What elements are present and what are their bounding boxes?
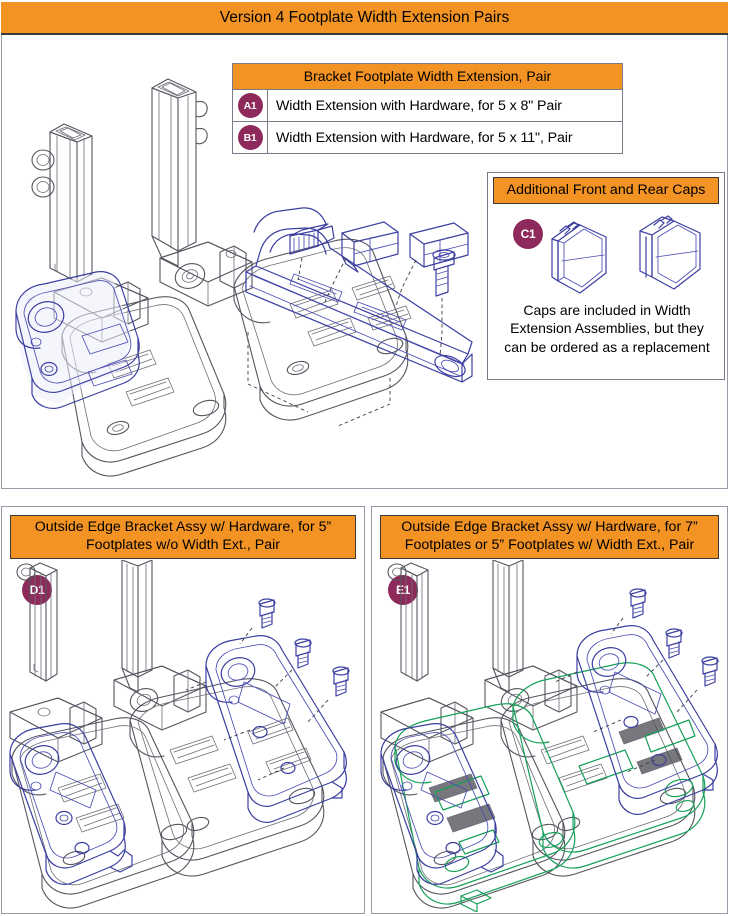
panel-right-header: Outside Edge Bracket Assy w/ Hardware, f…: [380, 515, 719, 559]
table-cell-description: Width Extension with Hardware, for 5 x 8…: [276, 97, 562, 114]
table-row[interactable]: A1 Width Extension with Hardware, for 5 …: [233, 90, 622, 122]
caps-box-header: Additional Front and Rear Caps: [493, 177, 719, 204]
panel-outside-edge-bracket-5in: Outside Edge Bracket Assy w/ Hardware, f…: [1, 506, 365, 914]
panel-left-header: Outside Edge Bracket Assy w/ Hardware, f…: [10, 515, 356, 559]
caps-info-box: Additional Front and Rear Caps C1: [487, 172, 725, 380]
table-cell-description: Width Extension with Hardware, for 5 x 1…: [276, 129, 573, 146]
ref-badge-a1: A1: [237, 93, 263, 118]
parts-table-width-extension: Bracket Footplate Width Extension, Pair …: [232, 63, 623, 154]
caps-box-note: Caps are included in Width Extension Ass…: [504, 302, 710, 355]
table-cell-ref: A1: [233, 90, 268, 121]
ref-badge-d1: D1: [22, 575, 52, 605]
ref-badge-e1: E1: [388, 575, 418, 605]
cap-front: [551, 221, 607, 294]
illustration-caps: [536, 211, 722, 303]
table-row[interactable]: B1 Width Extension with Hardware, for 5 …: [233, 122, 622, 153]
table-cell-ref: B1: [233, 122, 268, 153]
parts-table-header: Bracket Footplate Width Extension, Pair: [233, 64, 622, 90]
page-title: Version 4 Footplate Width Extension Pair…: [1, 2, 728, 35]
cap-rear: [639, 215, 701, 290]
ref-badge-b1: B1: [237, 125, 263, 150]
ref-badge-c1: C1: [513, 219, 543, 249]
panel-outside-edge-bracket-7in: Outside Edge Bracket Assy w/ Hardware, f…: [371, 506, 728, 914]
